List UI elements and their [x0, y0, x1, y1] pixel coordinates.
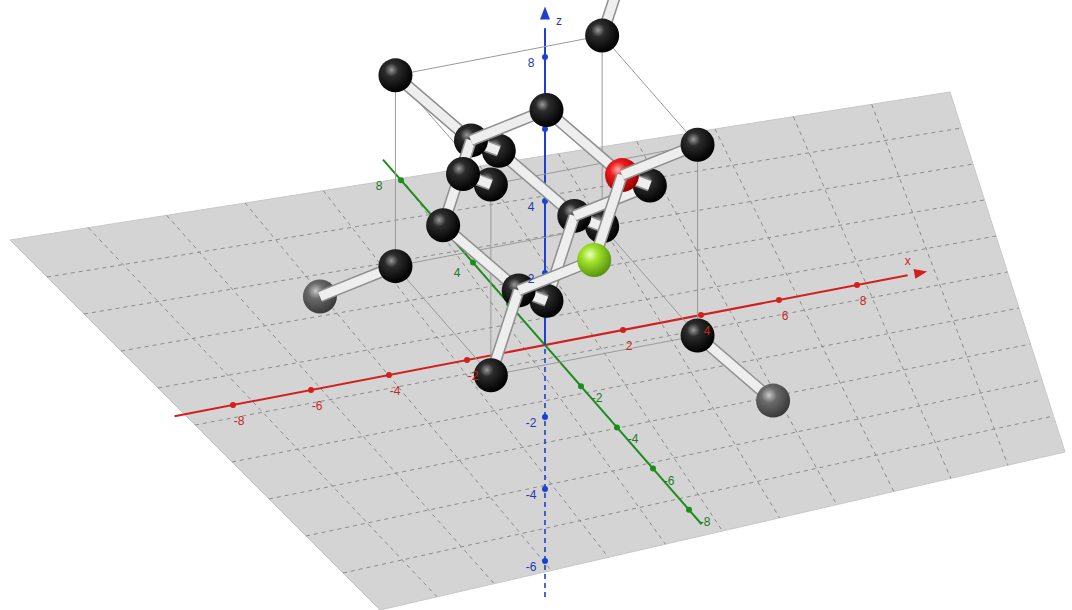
- crystal-part: [426, 208, 460, 242]
- tick-dot: [542, 486, 548, 492]
- atom: [681, 128, 715, 162]
- crystal-part: [446, 157, 480, 191]
- grid-line: [306, 380, 1042, 536]
- grid-line: [343, 416, 1054, 573]
- axis-tick-label: x: [905, 255, 911, 267]
- axis-tick-label: 4: [454, 267, 461, 279]
- unit-cell-box: [395, 36, 697, 376]
- cell-edge: [602, 36, 697, 145]
- tick-dot: [776, 297, 782, 303]
- axis-tick-label: 8: [528, 57, 535, 69]
- grid-line: [47, 128, 962, 277]
- x-axis-arrow: [913, 269, 927, 279]
- crystal-part: [378, 58, 412, 92]
- grid-line: [88, 228, 437, 597]
- tick-dot: [614, 424, 620, 430]
- cell-edge: [490, 185, 491, 376]
- x-axis: [175, 275, 908, 416]
- atom: [378, 249, 412, 283]
- grid-line: [637, 141, 837, 504]
- atom: [426, 208, 460, 242]
- axis-tick-label: -6: [664, 475, 675, 487]
- tick-dot: [386, 372, 392, 378]
- grid-line: [269, 344, 1031, 499]
- axis-tick-label: -2: [526, 417, 537, 429]
- grid-line: [121, 200, 985, 351]
- tick-dot: [698, 312, 704, 318]
- tick-dot: [464, 357, 470, 363]
- tick-dot: [620, 327, 626, 333]
- cell-edge: [491, 336, 698, 376]
- tick-dot: [578, 383, 584, 389]
- axis-tick-label: 4: [528, 201, 535, 213]
- tick-dot: [854, 282, 860, 288]
- axis-tick-label: -4: [526, 489, 537, 501]
- cell-edge: [697, 145, 698, 336]
- atom: [378, 58, 412, 92]
- tick-dot: [542, 414, 548, 420]
- axis-tick-label: 4: [704, 325, 711, 337]
- grid-line: [195, 272, 1008, 425]
- axis-tick-label: 2: [626, 340, 633, 352]
- axis-tick-label: -8: [234, 415, 245, 427]
- ground-plane: [10, 92, 1065, 610]
- crystal-part: [585, 19, 619, 53]
- axis-tick-label: z: [556, 15, 562, 27]
- atom: [585, 19, 619, 53]
- tick-dot: [230, 402, 236, 408]
- cell-edge: [395, 266, 490, 375]
- grid-line: [232, 308, 1019, 462]
- y-axis: [383, 160, 702, 525]
- tick-dot: [542, 54, 548, 60]
- axis-tick-label: 2: [528, 273, 535, 285]
- grid-line: [245, 203, 551, 571]
- z-axis-arrow: [540, 7, 550, 20]
- crystal-part: [681, 128, 715, 162]
- crystal-part: [756, 384, 790, 418]
- crystal-part: [474, 358, 508, 392]
- atom: [446, 157, 480, 191]
- cell-edge: [602, 36, 603, 227]
- atom: [681, 319, 715, 353]
- axis-tick-label: -2: [468, 370, 479, 382]
- atom: [756, 384, 790, 418]
- axis-tick-label: 8: [860, 295, 867, 307]
- axis-tick-label: -4: [628, 433, 639, 445]
- axis-tick-label: 6: [782, 310, 789, 322]
- tick-dot: [650, 466, 656, 472]
- plane-surface: [10, 92, 1065, 610]
- grid-line: [84, 164, 973, 314]
- crystal-part: [681, 319, 715, 353]
- crystal: [303, 0, 790, 418]
- atom: [577, 243, 611, 277]
- axis-tick-label: -6: [312, 400, 323, 412]
- crystal-part: [577, 243, 611, 277]
- axis-tick-label: -6: [526, 561, 537, 573]
- tick-dot: [686, 507, 692, 513]
- tick-dot: [398, 177, 404, 183]
- axis-tick-label: -4: [390, 385, 401, 397]
- axis-tick-label: -2: [592, 392, 603, 404]
- axes: [175, 7, 928, 597]
- crystal-part: [530, 93, 564, 127]
- crystal-part: [378, 249, 412, 283]
- atom: [474, 358, 508, 392]
- tick-dot: [542, 558, 548, 564]
- grid-line: [872, 104, 1008, 465]
- grid-line: [480, 166, 723, 531]
- cell-edge: [395, 36, 602, 76]
- cell-edge: [602, 226, 697, 335]
- grid-line: [715, 129, 894, 492]
- tick-dot: [308, 387, 314, 393]
- grid-line: [158, 236, 996, 388]
- atom: [530, 93, 564, 127]
- axis-tick-label: -8: [700, 516, 711, 528]
- axis-tick-label: 8: [376, 180, 383, 192]
- cell-edge: [395, 75, 396, 266]
